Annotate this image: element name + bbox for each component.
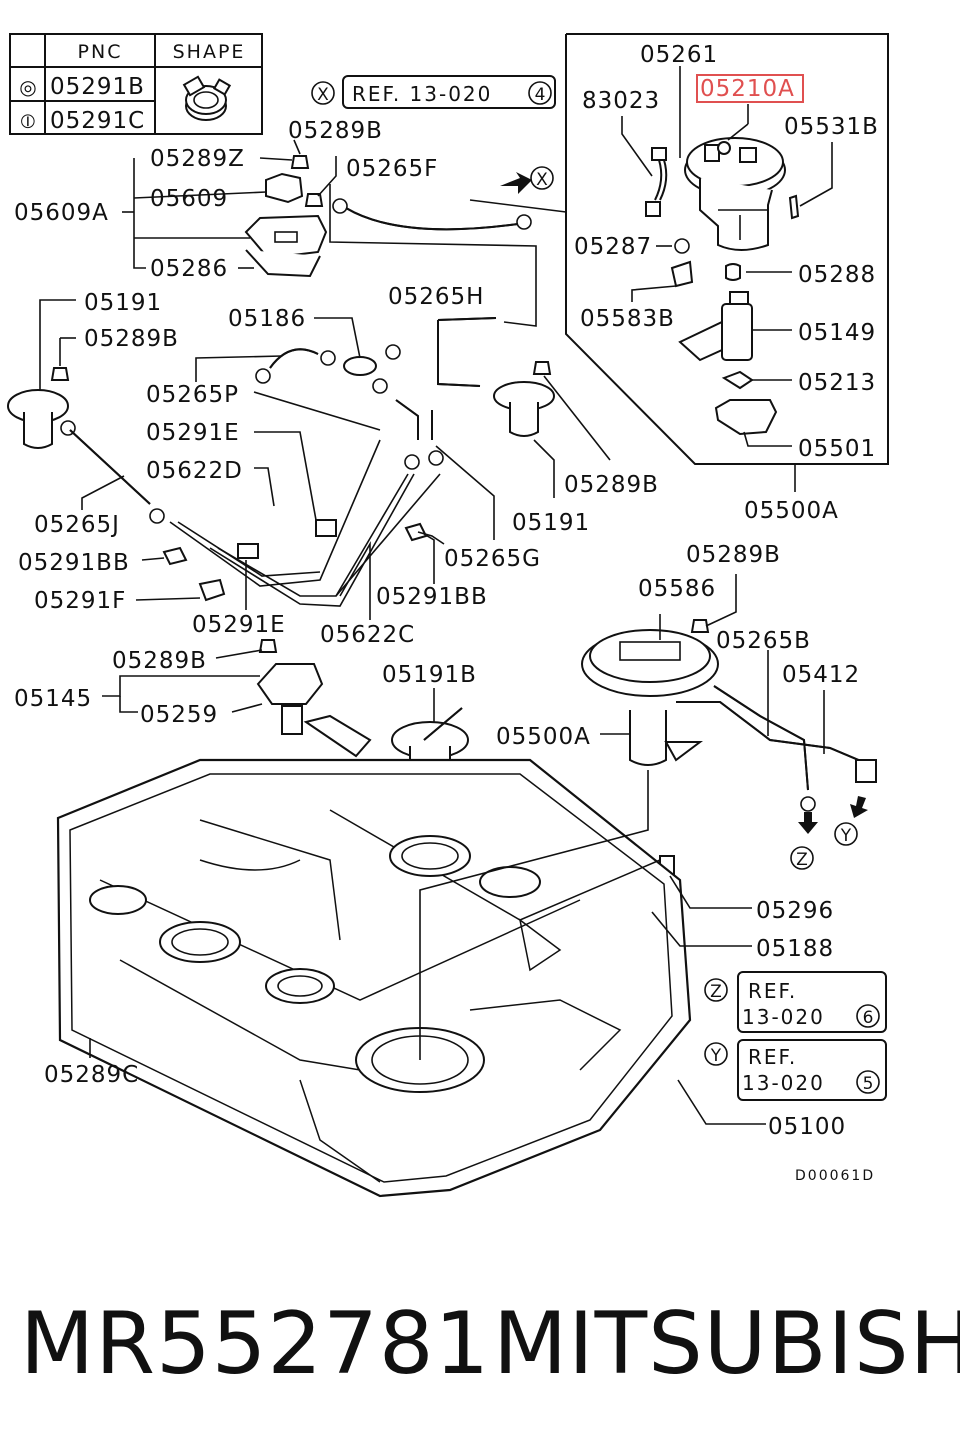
label-05100: 05100	[768, 1114, 846, 1140]
label-05531b: 05531B	[784, 114, 879, 140]
clip-05531b	[788, 194, 800, 220]
label-05265j: 05265J	[34, 512, 120, 538]
label-05296: 05296	[756, 898, 834, 924]
label-05289b-2: 05289B	[84, 326, 179, 352]
ref-y-circle: Y	[710, 1046, 722, 1066]
ref-z-line1: REF.	[748, 979, 797, 1003]
label-05286: 05286	[150, 256, 228, 282]
label-05210a-highlighted: 05210A	[700, 76, 795, 102]
label-05500a-top: 05500A	[744, 498, 839, 524]
filter-05288	[725, 263, 741, 281]
ref-z-number: 6	[863, 1008, 874, 1028]
label-05191-1: 05191	[84, 290, 162, 316]
label-05191-2: 05191	[512, 510, 590, 536]
legend-symbol-split-circle: ⦶	[21, 109, 36, 133]
vent-valve-assembly-05609a	[244, 155, 328, 278]
label-05289c: 05289C	[44, 1062, 139, 1088]
legend-pnc-05291c: 05291C	[50, 108, 145, 134]
bracket-05583b	[670, 260, 694, 288]
label-05622c: 05622C	[320, 622, 415, 648]
label-05586: 05586	[638, 576, 716, 602]
ref-y-13-020-5[interactable]: Y REF. 13-020 5	[704, 1039, 887, 1101]
part-number: MR552781	[20, 1294, 491, 1394]
label-05291e-1: 05291E	[146, 420, 240, 446]
ref-y-number: 5	[863, 1074, 874, 1094]
marker-y: Y	[840, 826, 852, 846]
ref-z-circle: Z	[710, 982, 722, 1002]
label-05265g: 05265G	[444, 546, 541, 572]
label-05188: 05188	[756, 936, 834, 962]
label-05501: 05501	[798, 436, 876, 462]
fuel-pump-detail-box	[565, 33, 889, 465]
legend-header-pnc: PNC	[78, 41, 123, 63]
fuel-lines	[162, 439, 441, 607]
highlight-box	[696, 74, 804, 103]
fuel-pump-module-05500a-installed	[581, 619, 719, 766]
label-05145: 05145	[14, 686, 92, 712]
ref-z-line2: 13-020	[742, 1005, 825, 1029]
fuel-filler-flange-05191-right	[493, 361, 555, 437]
label-05186: 05186	[228, 306, 306, 332]
label-05289b-5: 05289B	[686, 542, 781, 568]
label-83023: 83023	[582, 88, 660, 114]
label-05500a-mid: 05500A	[496, 724, 591, 750]
hose-clamp-shape-icon	[182, 75, 232, 121]
label-05291e-2: 05291E	[192, 612, 286, 638]
fuel-lines-05412-05265b	[676, 685, 877, 812]
brand-name: MITSUBISHI	[493, 1294, 960, 1394]
ref-x-text: REF. 13-020	[352, 82, 492, 106]
label-05289b-4: 05289B	[112, 648, 207, 674]
legend-symbol-double-circle: ◎	[19, 75, 36, 99]
label-05265h: 05265H	[388, 284, 484, 310]
part-labels: 05261 05210A 83023 05531B 05287 05288 05…	[14, 42, 879, 1140]
label-05287: 05287	[574, 234, 652, 260]
label-05261: 05261	[640, 42, 718, 68]
label-05291f: 05291F	[34, 588, 126, 614]
label-05609a: 05609A	[14, 200, 109, 226]
o-ring-05287	[674, 238, 690, 254]
hoses	[60, 198, 532, 524]
ref-z-13-020-6[interactable]: Z REF. 13-020 6	[704, 971, 887, 1033]
fuel-pump-05149	[678, 291, 753, 362]
fuel-filler-neck-05191-left	[7, 367, 70, 449]
label-05289b-3: 05289B	[564, 472, 659, 498]
strainer-05501	[714, 399, 778, 436]
marker-x: X	[536, 170, 548, 190]
label-05289b-1: 05289B	[288, 118, 383, 144]
label-05265b: 05265B	[716, 628, 811, 654]
legend-table: PNC SHAPE ◎ ⦶ 05291B 05291C	[9, 33, 263, 135]
drawing-code: D00061D	[795, 1168, 875, 1184]
footer: MR552781 MITSUBISHI	[0, 1280, 960, 1420]
marker-z: Z	[796, 850, 808, 870]
ref-x-number: 4	[535, 85, 546, 105]
label-05622d: 05622D	[146, 458, 243, 484]
legend-header-shape: SHAPE	[173, 41, 246, 63]
label-05291bb-1: 05291BB	[18, 550, 130, 576]
label-05412: 05412	[782, 662, 860, 688]
label-05289z: 05289Z	[150, 146, 245, 172]
retainer-05213	[721, 370, 754, 390]
label-05291bb-2: 05291BB	[376, 584, 488, 610]
label-05265p: 05265P	[146, 382, 239, 408]
label-05149: 05149	[798, 320, 876, 346]
label-05259: 05259	[140, 702, 218, 728]
fuel-tank-05100	[56, 758, 692, 1198]
ref-y-line2: 13-020	[742, 1071, 825, 1095]
flow-arrows: X Z Y	[500, 166, 868, 870]
ref-x-13-020-4[interactable]: X REF. 13-020 4	[311, 75, 556, 109]
wiring-harness-83023	[645, 147, 668, 217]
label-05191b: 05191B	[382, 662, 477, 688]
leader-lines	[39, 66, 833, 1125]
label-05265f: 05265F	[346, 156, 438, 182]
label-05288: 05288	[798, 262, 876, 288]
label-05213: 05213	[798, 370, 876, 396]
fuel-level-sender-05145	[256, 639, 372, 758]
legend-pnc-05291b: 05291B	[50, 74, 145, 100]
label-05583b: 05583B	[580, 306, 675, 332]
ref-y-line1: REF.	[748, 1045, 797, 1069]
fuel-pump-module-flange	[684, 137, 786, 251]
ref-x-circle: X	[317, 85, 329, 105]
label-05609: 05609	[150, 186, 228, 212]
fuel-tank-parts-diagram: PNC SHAPE ◎ ⦶ 05291B 05291C X REF. 13-02…	[7, 33, 889, 1198]
